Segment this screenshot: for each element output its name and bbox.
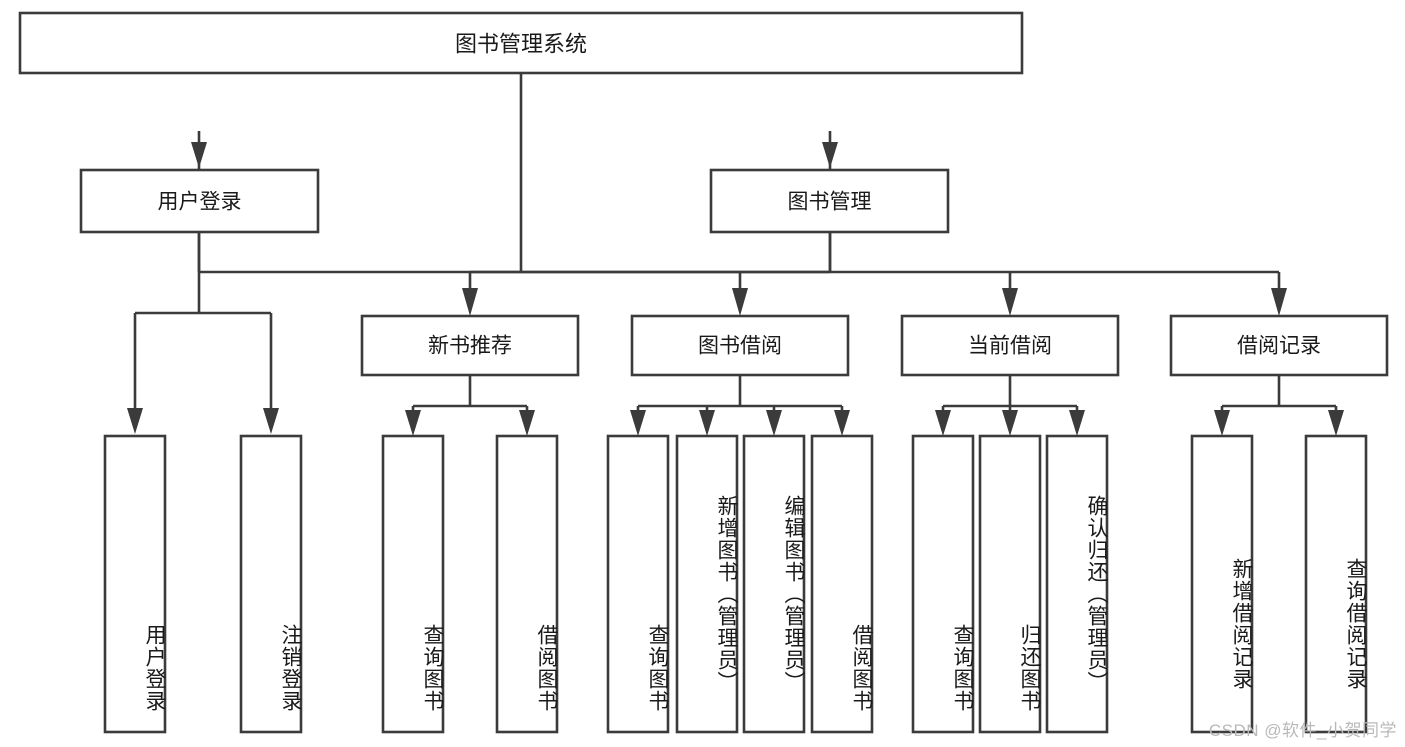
node-book-borrow[interactable]: 图书借阅 bbox=[630, 314, 850, 377]
node-root[interactable]: 图书管理系统 bbox=[18, 11, 1024, 75]
arrow-head-user-login bbox=[191, 142, 207, 168]
arrow-head-cb-leaf-1 bbox=[935, 410, 951, 436]
leaf-box-book-borrow-2[interactable] bbox=[675, 434, 739, 734]
leaf-box-user-login-1[interactable] bbox=[103, 434, 167, 734]
node-book-manage[interactable]: 图书管理 bbox=[709, 168, 950, 234]
node-current-borrow[interactable]: 当前借阅 bbox=[900, 314, 1120, 377]
connectors-book-borrow-children bbox=[630, 375, 850, 436]
arrow-head-br-leaf-2 bbox=[1328, 410, 1344, 436]
arrow-head-bb-leaf-4 bbox=[834, 410, 850, 436]
node-user-login-label: 用户登录 bbox=[158, 191, 242, 214]
leaf-box-user-login-2[interactable] bbox=[239, 434, 303, 734]
node-borrow-record-label: 借阅记录 bbox=[1237, 335, 1321, 358]
leaf-box-current-borrow-3[interactable] bbox=[1045, 434, 1109, 734]
arrow-head-book-borrow bbox=[732, 288, 748, 316]
node-borrow-record[interactable]: 借阅记录 bbox=[1169, 314, 1389, 377]
node-root-box[interactable] bbox=[18, 11, 1024, 75]
node-new-book-recommend-box[interactable] bbox=[360, 314, 580, 377]
arrow-head-bb-leaf-2 bbox=[699, 410, 715, 436]
arrow-head-bb-leaf-3 bbox=[766, 410, 782, 436]
arrow-head-nb-leaf-1 bbox=[405, 410, 421, 436]
connectors-current-borrow-children bbox=[935, 375, 1085, 436]
arrow-head-new-book bbox=[462, 288, 478, 316]
connectors-new-book-children bbox=[405, 375, 535, 436]
arrow-head-borrow-record bbox=[1271, 288, 1287, 316]
node-current-borrow-box[interactable] bbox=[900, 314, 1120, 377]
node-book-borrow-label: 图书借阅 bbox=[698, 335, 782, 358]
connectors-user-login-children bbox=[127, 232, 279, 434]
arrow-head-user-login-leaf-2 bbox=[263, 408, 279, 434]
leaf-box-borrow-record-1[interactable] bbox=[1190, 434, 1254, 734]
arrow-head-book-manage bbox=[822, 142, 838, 168]
node-new-book-recommend[interactable]: 新书推荐 bbox=[360, 314, 580, 377]
leaf-box-book-borrow-4[interactable] bbox=[810, 434, 874, 734]
leaf-box-current-borrow-2[interactable] bbox=[978, 434, 1042, 734]
node-user-login-box[interactable] bbox=[79, 168, 320, 234]
connectors-borrow-record-children bbox=[1214, 375, 1344, 436]
arrow-head-current-borrow bbox=[1002, 288, 1018, 316]
arrow-head-br-leaf-1 bbox=[1214, 410, 1230, 436]
node-user-login[interactable]: 用户登录 bbox=[79, 168, 320, 234]
leaf-box-new-book-2[interactable] bbox=[495, 434, 559, 734]
node-root-label: 图书管理系统 bbox=[455, 32, 587, 57]
leaf-box-book-borrow-3[interactable] bbox=[742, 434, 806, 734]
leaf-box-current-borrow-1[interactable] bbox=[911, 434, 975, 734]
node-book-borrow-box[interactable] bbox=[630, 314, 850, 377]
leaf-box-book-borrow-1[interactable] bbox=[606, 434, 670, 734]
leaf-boxes-book-borrow bbox=[606, 434, 874, 734]
arrow-head-cb-leaf-2 bbox=[1002, 410, 1018, 436]
node-current-borrow-label: 当前借阅 bbox=[968, 335, 1052, 358]
csdn-watermark: CSDN @软件_小贺同学 bbox=[1208, 721, 1397, 740]
node-book-manage-box[interactable] bbox=[709, 168, 950, 234]
leaf-boxes-new-book bbox=[381, 434, 559, 734]
arrow-head-bb-leaf-1 bbox=[630, 410, 646, 436]
leaf-box-new-book-1[interactable] bbox=[381, 434, 445, 734]
node-book-manage-label: 图书管理 bbox=[788, 191, 872, 214]
arrow-head-user-login-leaf-1 bbox=[127, 408, 143, 434]
leaf-boxes-current-borrow bbox=[911, 434, 1109, 734]
leaf-box-borrow-record-2[interactable] bbox=[1304, 434, 1368, 734]
arrow-head-nb-leaf-2 bbox=[519, 410, 535, 436]
leaf-boxes-borrow-record bbox=[1190, 434, 1368, 734]
connectors-book-manage-children bbox=[462, 232, 1287, 316]
node-borrow-record-box[interactable] bbox=[1169, 314, 1389, 377]
arrows-level2 bbox=[191, 142, 838, 168]
arrow-head-cb-leaf-3 bbox=[1069, 410, 1085, 436]
leaf-boxes-user-login bbox=[103, 434, 303, 734]
node-new-book-recommend-label: 新书推荐 bbox=[428, 335, 512, 358]
